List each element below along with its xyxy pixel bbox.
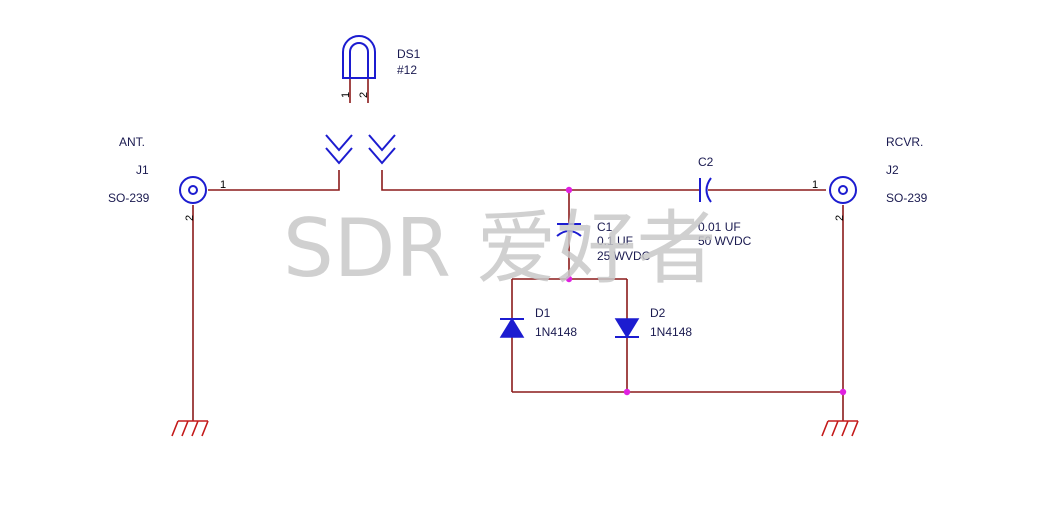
d1-ref: D1	[535, 306, 551, 320]
junction-dot	[623, 388, 631, 396]
lamp-envelope-icon	[342, 35, 376, 79]
wire-ds1-to-c2	[381, 170, 700, 191]
junction-dot	[565, 275, 573, 283]
watermark-text: SDR 爱好者	[283, 202, 716, 295]
ds1-value: #12	[397, 63, 417, 77]
coax-center-pin-icon	[838, 185, 848, 195]
diode-d2: D2 1N4148	[614, 306, 692, 339]
ds1-pin2-label: 2	[358, 92, 370, 98]
d2-ref: D2	[650, 306, 666, 320]
d2-value: 1N4148	[650, 325, 692, 339]
capacitor-curved-plate-icon	[556, 230, 582, 237]
j1-pin2-label: 2	[184, 215, 196, 221]
lamp-socket	[325, 134, 396, 165]
coax-center-pin-icon	[188, 185, 198, 195]
ground-left	[171, 420, 209, 437]
c2-rating: 50 WVDC	[698, 234, 752, 248]
ground-right	[821, 420, 859, 437]
lamp-ds1: DS1 #12 1 2	[340, 35, 421, 98]
capacitor-curved-plate-icon	[705, 177, 712, 203]
wire-j1-to-ds1	[208, 170, 340, 191]
coax-connector-icon	[829, 176, 857, 204]
j1-name: ANT.	[119, 135, 145, 149]
socket-chevron-icon	[325, 134, 353, 165]
chassis-ground-icon	[821, 420, 859, 437]
capacitor-c1: C1 0.1 UF 25 WVDC	[556, 220, 651, 263]
junctions	[565, 186, 847, 396]
j1-type: SO-239	[108, 191, 150, 205]
coax-connector-icon	[179, 176, 207, 204]
c2-value: 0.01 UF	[698, 220, 741, 234]
j1-ref: J1	[136, 163, 149, 177]
junction-dot	[565, 186, 573, 194]
j2-ref: J2	[886, 163, 899, 177]
socket-chevron-icon	[368, 134, 396, 165]
d1-value: 1N4148	[535, 325, 577, 339]
capacitor-c2: C2 0.01 UF 50 WVDC	[698, 155, 752, 248]
diode-triangle-icon	[614, 318, 640, 339]
lamp-filament-icon	[349, 42, 369, 78]
j2-type: SO-239	[886, 191, 928, 205]
j1-pin1-label: 1	[220, 179, 226, 191]
c1-ref: C1	[597, 220, 613, 234]
ds1-ref: DS1	[397, 47, 421, 61]
connector-j1: ANT. J1 SO-239 1 2	[108, 135, 226, 221]
j2-pin1-label: 1	[812, 179, 818, 191]
connector-j2: RCVR. J2 SO-239 1 2	[812, 135, 928, 221]
c1-rating: 25 WVDC	[597, 249, 651, 263]
chassis-ground-icon	[171, 420, 209, 437]
diode-triangle-icon	[499, 317, 525, 338]
j2-pin2-label: 2	[834, 215, 846, 221]
junction-dot	[839, 388, 847, 396]
j2-name: RCVR.	[886, 135, 923, 149]
c1-value: 0.1 UF	[597, 234, 633, 248]
ds1-pin1-label: 1	[340, 92, 352, 98]
c2-ref: C2	[698, 155, 714, 169]
diode-d1: D1 1N4148	[499, 306, 577, 339]
